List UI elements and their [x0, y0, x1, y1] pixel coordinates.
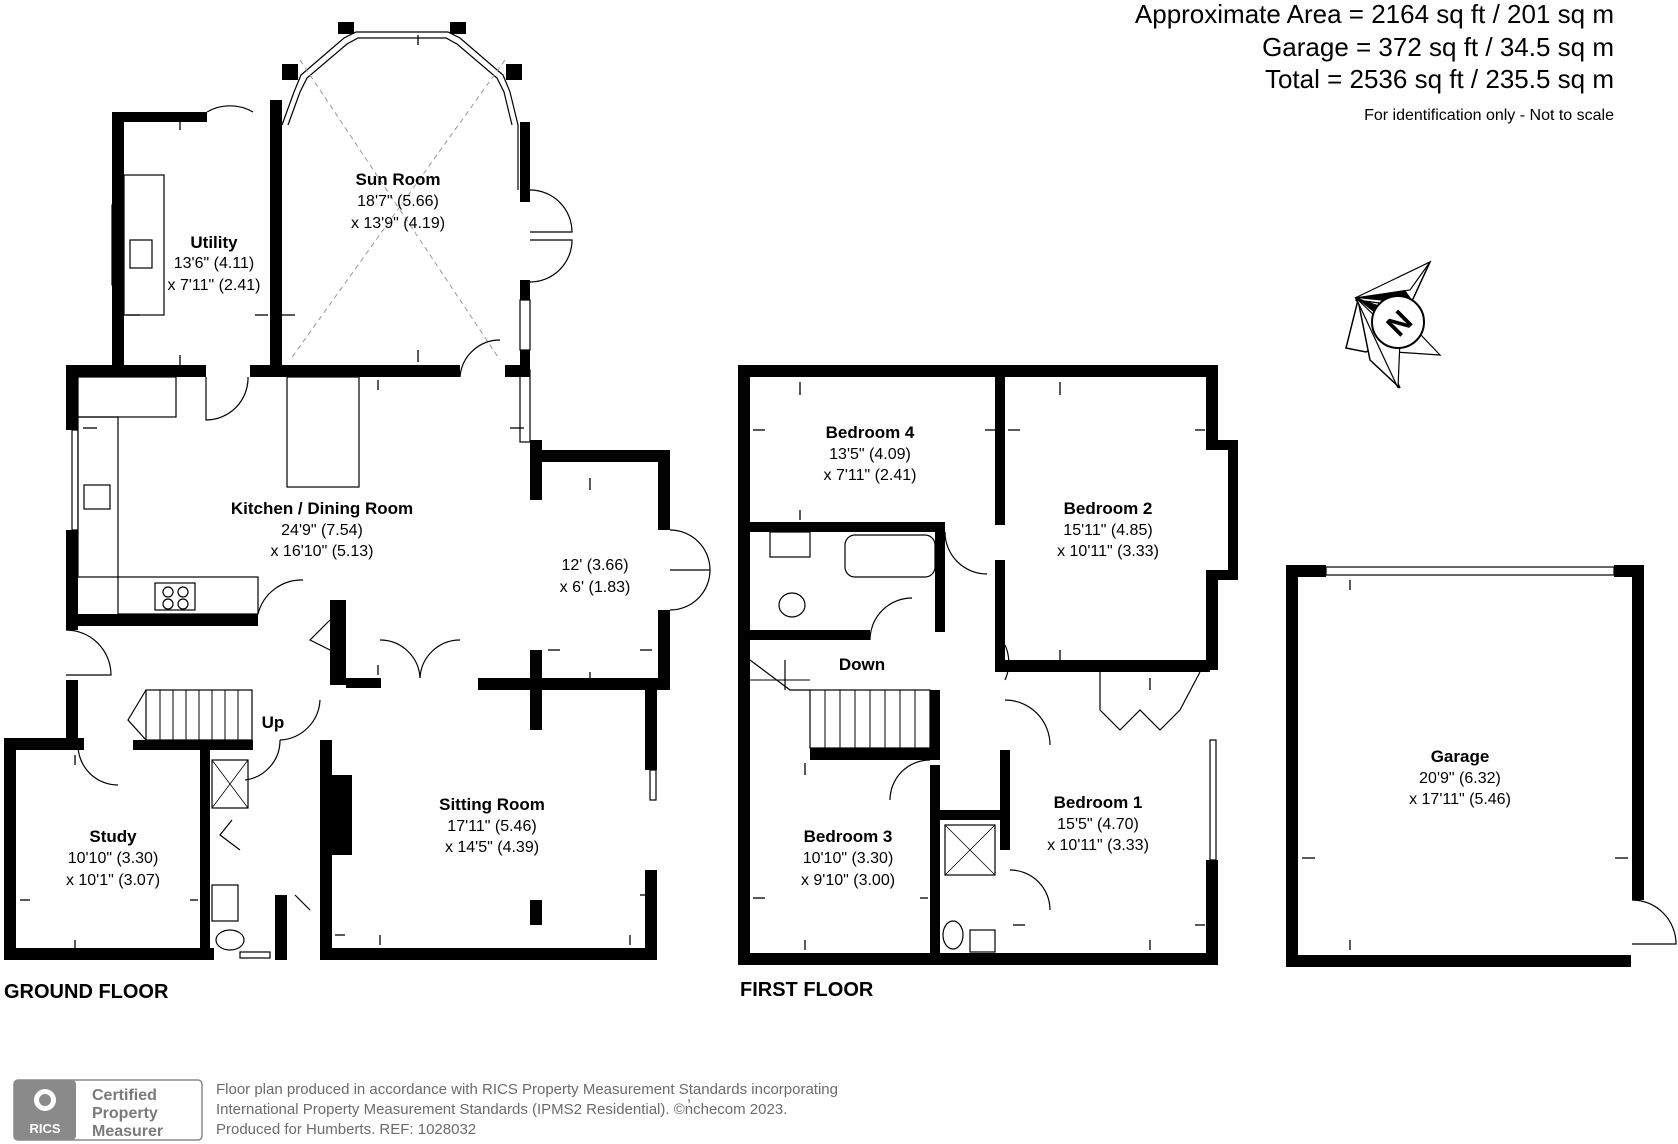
rics-logo-text: RICS — [29, 1121, 60, 1136]
garage-dim1: 20'9" (6.32) — [1419, 770, 1501, 787]
sitting-room-dim1: 17'11" (5.46) — [447, 818, 536, 835]
kitchen-dim1: 24'9" (7.54) — [281, 522, 363, 539]
footer-line-3: Produced for Humberts. REF: 1028032 — [216, 1121, 476, 1138]
kitchen-dim2: x 16'10" (5.13) — [270, 543, 373, 560]
bedroom-3-dim1: 10'10" (3.30) — [803, 850, 894, 867]
compass-rose — [1345, 260, 1442, 389]
bedroom-1-dim1: 15'5" (4.70) — [1057, 816, 1139, 833]
bedroom-2-dim1: 15'11" (4.85) — [1063, 522, 1152, 539]
utility-dim1: 13'6" (4.11) — [174, 255, 254, 272]
utility-dim2: x 7'11" (2.41) — [168, 277, 261, 294]
ground-floor-label: GROUND FLOOR — [4, 981, 169, 1003]
sitting-room-dim2: x 14'5" (4.39) — [445, 839, 539, 856]
utility-name: Utility — [190, 233, 238, 252]
ground-floor-details — [7, 31, 711, 959]
garage-dim2: x 17'11" (5.46) — [1409, 791, 1511, 808]
total-area: Total = 2536 sq ft / 235.5 sq m — [1265, 64, 1614, 94]
bedroom-1-name: Bedroom 1 — [1054, 793, 1143, 812]
sun-room-name: Sun Room — [356, 170, 441, 189]
garage-walls — [1286, 565, 1677, 967]
footer-line-2: International Property Measurement Stand… — [216, 1099, 787, 1118]
study-dim1: 10'10" (3.30) — [68, 850, 159, 867]
badge-line-2: Property — [92, 1105, 158, 1122]
study-dim2: x 10'1" (3.07) — [66, 872, 160, 889]
sun-room-dim2: x 13'9" (4.19) — [351, 215, 445, 232]
dining-ext-dim1: 12' (3.66) — [561, 557, 628, 574]
bedroom-1-dim2: x 10'11" (3.33) — [1047, 837, 1149, 854]
bedroom-2-dim2: x 10'11" (3.33) — [1057, 543, 1159, 560]
identification-note: For identification only - Not to scale — [1364, 107, 1614, 124]
bedroom-4-dim2: x 7'11" (2.41) — [824, 467, 917, 484]
stairs-up-label: Up — [262, 713, 285, 732]
kitchen-name: Kitchen / Dining Room — [231, 499, 413, 518]
first-floor-label: FIRST FLOOR — [740, 979, 874, 1001]
stairs-down-label: Down — [839, 655, 885, 674]
rics-badge — [13, 1079, 203, 1141]
badge-line-3: Measurer — [92, 1123, 163, 1140]
bedroom-2-name: Bedroom 2 — [1064, 499, 1153, 518]
garage-area: Garage = 372 sq ft / 34.5 sq m — [1262, 32, 1614, 62]
ground-floor-walls — [4, 22, 670, 960]
footer-line-1: Floor plan produced in accordance with R… — [216, 1081, 838, 1098]
dimension-arrows — [20, 35, 1628, 950]
badge-line-1: Certified — [92, 1087, 157, 1104]
bedroom-4-name: Bedroom 4 — [826, 423, 915, 442]
bedroom-3-name: Bedroom 3 — [804, 827, 893, 846]
bedroom-4-dim1: 13'5" (4.09) — [829, 446, 911, 463]
sun-room-dim1: 18'7" (5.66) — [357, 193, 439, 210]
bedroom-3-dim2: x 9'10" (3.00) — [801, 872, 895, 889]
study-name: Study — [89, 827, 137, 846]
garage-name: Garage — [1431, 747, 1490, 766]
approx-area: Approximate Area = 2164 sq ft / 201 sq m — [1135, 0, 1614, 29]
sitting-room-name: Sitting Room — [439, 795, 545, 814]
dining-ext-dim2: x 6' (1.83) — [560, 579, 631, 596]
first-floor-details — [741, 368, 1237, 964]
